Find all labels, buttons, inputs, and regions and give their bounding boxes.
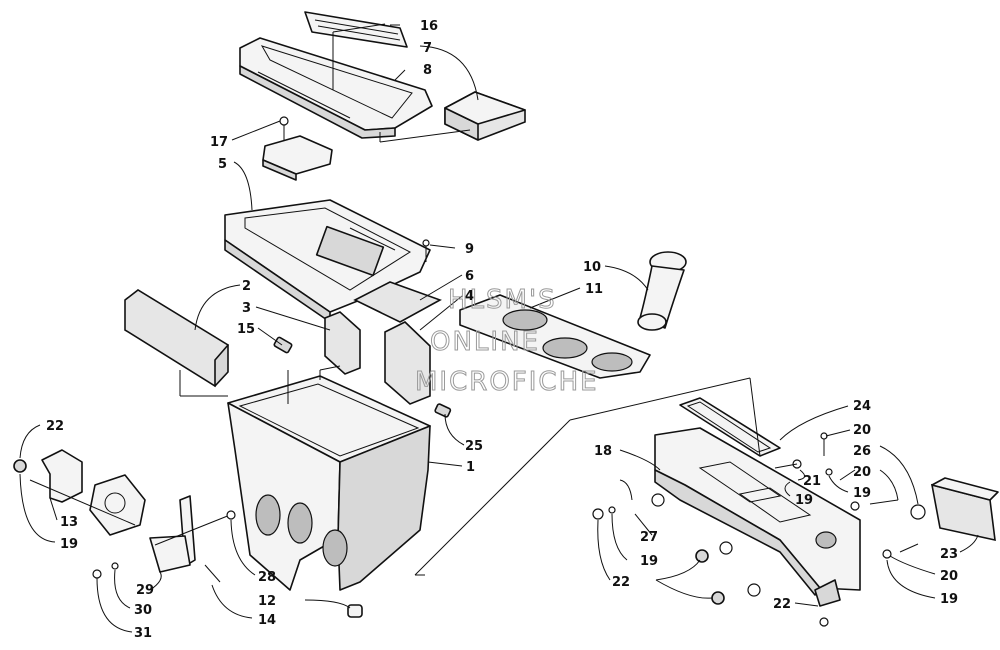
callout-19-left: 19: [60, 537, 78, 552]
leader-lines: [19, 23, 979, 633]
part-bracket-module: [262, 135, 333, 181]
callout-12: 12: [258, 594, 276, 609]
callout-19-d: 19: [940, 592, 958, 607]
callout-23: 23: [940, 547, 958, 562]
callout-20-c: 20: [940, 569, 958, 584]
watermark: HLSM'S ONLINE MICROFICHE: [415, 285, 599, 398]
callout-6: 6: [465, 269, 474, 284]
callout-19-a: 19: [853, 486, 871, 501]
callout-15: 15: [237, 322, 255, 337]
part-fitting-15: [273, 336, 293, 354]
callout-16: 16: [420, 19, 438, 34]
callout-2: 2: [242, 279, 251, 294]
part-fitting-25: [434, 403, 452, 418]
callout-4: 4: [465, 289, 474, 304]
watermark-line-3: MICROFICHE: [415, 367, 599, 397]
callout-29: 29: [136, 583, 154, 598]
part-screw-9: [422, 239, 430, 262]
callout-20-b: 20: [853, 465, 871, 480]
part-foam-pad-top: [444, 91, 526, 141]
callout-24: 24: [853, 399, 871, 414]
part-duct-frame-24: [679, 397, 781, 457]
callout-7: 7: [423, 41, 432, 56]
callout-21: 21: [803, 474, 821, 489]
part-silencer-cover: [239, 37, 433, 139]
callout-31: 31: [134, 626, 152, 641]
callout-22-left: 22: [46, 419, 64, 434]
callout-14: 14: [258, 613, 276, 628]
callout-11: 11: [585, 282, 603, 297]
callout-27: 27: [640, 530, 658, 545]
part-gasket-plate: [459, 294, 651, 379]
part-left-bracket: [13, 449, 236, 583]
part-foam-3: [324, 311, 361, 375]
callout-13: 13: [60, 515, 78, 530]
part-small-hardware-right: [592, 432, 926, 627]
part-foam-4: [384, 321, 431, 405]
callout-19-b: 19: [795, 493, 813, 508]
callout-18: 18: [594, 444, 612, 459]
callout-30: 30: [134, 603, 152, 618]
part-drain-12: [347, 604, 363, 618]
part-silencer-box: [227, 375, 431, 591]
callout-19-c: 19: [640, 554, 658, 569]
part-elbow-duct: [637, 251, 687, 331]
watermark-line-2: ONLINE: [430, 327, 540, 357]
part-foam-gasket-6: [353, 281, 442, 323]
part-decal: [304, 11, 408, 48]
callout-8: 8: [423, 63, 432, 78]
callout-labels: 16 7 8 17 5 9 10 6 11 4 2 3 15 25 1 22 1…: [46, 19, 958, 641]
watermark-line-1: HLSM'S: [448, 285, 557, 315]
callout-3: 3: [242, 301, 251, 316]
callout-10: 10: [583, 260, 601, 275]
callout-22-a: 22: [612, 575, 630, 590]
callout-28: 28: [258, 570, 276, 585]
callout-9: 9: [465, 242, 474, 257]
part-foam-filter-left: [124, 289, 229, 388]
part-foam-filter-right-23: [930, 477, 999, 542]
callout-20-a: 20: [853, 423, 871, 438]
callout-17: 17: [210, 135, 228, 150]
callout-5: 5: [218, 157, 227, 172]
callout-26: 26: [853, 444, 871, 459]
callout-25: 25: [465, 439, 483, 454]
callout-1: 1: [466, 460, 475, 475]
callout-22-b: 22: [773, 597, 791, 612]
